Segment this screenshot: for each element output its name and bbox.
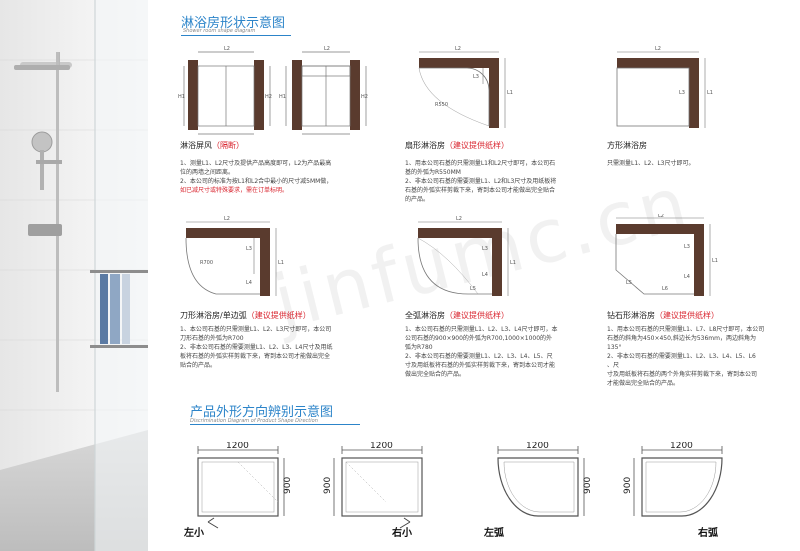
dim-label-l1: L1 [278,260,284,266]
dim-label-l2: L2 [658,214,664,219]
dim-label-l5: L5 [626,280,632,286]
dim-label-h2-b: H2 [361,94,368,100]
dim-label-l4: L4 [684,274,690,280]
dim-label-l6: L6 [662,286,668,292]
dim-label-l1: L1 [712,258,718,264]
shape-desc-diamond: 1、用本公司石基的只需测量L1、L7、L8尺寸即可，本公司石基的斜角为450×4… [607,326,765,387]
shape-name-full-arc: 全弧淋浴房（建议提供纸样） [405,311,509,320]
dim-label-l2: L2 [224,216,230,222]
tray-right-arc: 1200 900 右弧 [623,442,723,539]
page-subtitle: Shower room shape diagram [183,28,256,34]
tray-height: 900 [323,477,333,494]
dim-label-l2-a: L2 [224,46,230,52]
dim-label-h2-a: H2 [265,94,272,100]
shape-name-fan: 扇形淋浴房（建议提供纸样） [405,141,509,150]
radius-label: R550 [435,102,448,108]
page-title: 淋浴房形状示意图 [181,16,286,31]
dim-label-l2: L2 [456,216,462,222]
screen-diagram: L2 L1 H1 H2 L2 L1 H1 H2 [178,46,368,135]
shape-name-square: 方形淋浴房 [607,141,647,150]
dim-label-l3: L3 [246,246,252,252]
dim-label-l1: L1 [510,260,516,266]
direction-divider [190,424,360,425]
dim-label-l4: L4 [246,280,252,286]
direction-title: 产品外形方向辨别示意图 [190,405,334,420]
tray-width: 1200 [226,442,249,451]
tray-label: 右小 [391,526,412,539]
diamond-diagram: L2 L1 L3 L4 L5 L6 [615,214,718,296]
dim-label-h1-b: H1 [279,94,286,100]
tray-label: 左小 [183,526,204,539]
tray-label: 左弧 [483,526,504,539]
tray-label: 右弧 [697,526,718,539]
square-diagram: L2 L1 L3 [616,46,713,128]
tray-height: 900 [583,477,593,494]
shape-name-diamond: 钻石形淋浴房（建议提供纸样） [607,311,719,320]
knife-diagram: L2 L1 L3 L4 R700 [185,216,284,296]
full-arc-diagram: L2 L1 L3 L4 L5 [417,216,516,296]
tray-left-arc: 1200 900 左弧 [483,442,593,539]
fan-diagram: L2 L1 L3 R550 [418,46,513,128]
shower-photo [0,0,148,551]
title-divider [181,35,291,36]
dim-label-l2-b: L2 [324,46,330,52]
dim-label-l5: L5 [470,286,476,292]
shape-desc-screen: 1、测量L1、L2尺寸及提供产品高度即可，L2为产品最高位的两墙之间距离。2、本… [180,160,333,194]
dim-label-h1-a: H1 [178,94,185,100]
dim-label-l1: L1 [507,90,513,96]
shape-name-knife: 刀形淋浴房/单边弧（建议提供纸样） [180,311,311,320]
dim-label-l2: L2 [655,46,661,52]
dim-label-l3: L3 [482,246,488,252]
shape-desc-full-arc: 1、本公司石基的只需测量L1、L2、L3、L4尺寸即可，本公司石基的900×90… [405,326,558,378]
tray-width: 1200 [670,442,693,451]
dim-label-l3: L3 [679,90,685,96]
shape-name-screen: 淋浴屏风（隔断） [180,141,244,150]
dim-label-l4: L4 [482,272,488,278]
shape-desc-knife: 1、本公司石基的只需测量L1、L2、L3尺寸即可，本公司刀形石基的外弧为R700… [180,326,333,369]
dim-label-l1: L1 [707,90,713,96]
dim-label-l3: L3 [684,244,690,250]
tray-height: 900 [283,477,293,494]
dim-label-l3: L3 [473,74,479,80]
shape-desc-square: 只需测量L1、L2、L3尺寸即可。 [607,160,695,167]
radius-label: R700 [200,260,213,266]
tray-left-small: 1200 900 左小 [183,442,293,539]
tray-width: 1200 [526,442,549,451]
dim-label-l2: L2 [455,46,461,52]
direction-subtitle: Discrimination Diagram of Product Shape … [190,418,318,424]
tray-right-small: 1200 900 右小 [323,442,423,539]
tray-height: 900 [623,477,633,494]
tray-width: 1200 [370,442,393,451]
